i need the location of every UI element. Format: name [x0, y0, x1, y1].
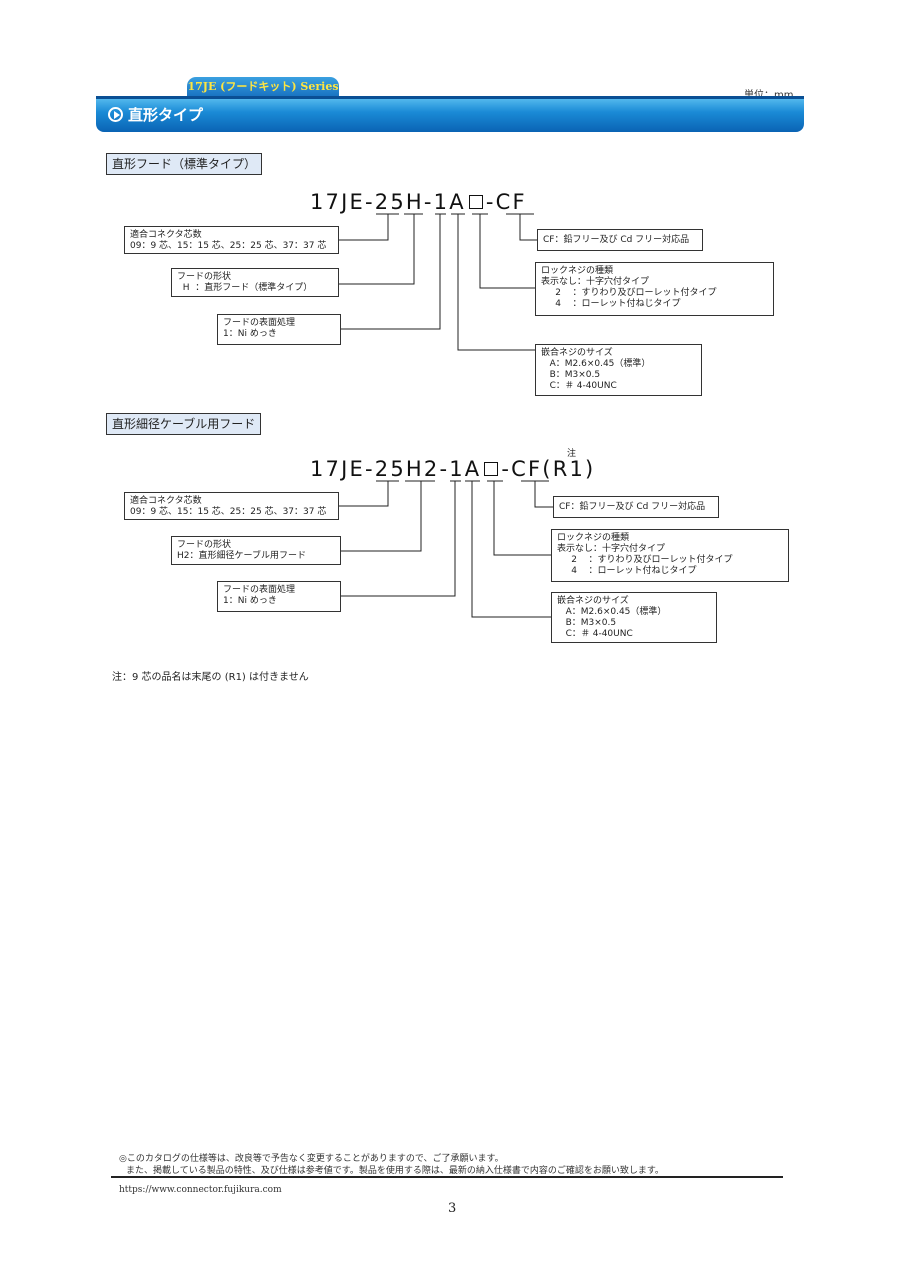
leader-thread-2 — [471, 481, 551, 618]
pn-dash: - — [439, 457, 450, 481]
pn-lock-placeholder — [484, 462, 499, 476]
page-title: 直形タイプ — [108, 104, 203, 125]
page-title-text: 直形タイプ — [128, 106, 204, 124]
pn-lock-placeholder — [468, 195, 483, 209]
pn-shape: H2 — [405, 457, 440, 481]
box-cf-2: CF：鉛フリー及び Cd フリー対応品 — [553, 496, 719, 518]
pn-dash: - — [423, 190, 434, 214]
leader-lock-1 — [479, 214, 535, 289]
section-label-standard: 直形フード（標準タイプ） — [106, 153, 263, 175]
footer-rule — [111, 1176, 783, 1178]
part-number-standard: 17JE-25H-1A-CF — [310, 190, 527, 214]
section-label-thin-cable: 直形細径ケーブル用フード — [106, 413, 262, 435]
leader-cf-1 — [519, 214, 537, 241]
pn-thread: A — [464, 457, 482, 481]
series-tab: 17JE (フードキット) Series — [187, 77, 339, 96]
box-hood-shape-2: フードの形状 H2：直形細径ケーブル用フード — [171, 536, 341, 565]
box-thread-2: 嵌合ネジのサイズ A：M2.6×0.45（標準） B：M3×0.5 C：＃ 4-… — [551, 592, 717, 643]
leader-shape-1 — [339, 214, 415, 285]
pn-prefix: 17JE- — [310, 457, 375, 481]
box-thread-1: 嵌合ネジのサイズ A：M2.6×0.45（標準） B：M3×0.5 C：＃ 4-… — [535, 344, 702, 396]
box-contacts-1: 適合コネクタ芯数 09：9 芯、15：15 芯、25：25 芯、37：37 芯 — [124, 226, 339, 254]
part-number-thin-cable: 17JE-25H2-1A-CF(R1) — [310, 457, 595, 481]
box-surface-2: フードの表面処理 1：Ni めっき — [217, 581, 341, 612]
box-hood-shape-1: フードの形状 H ：直形フード（標準タイプ） — [171, 268, 339, 297]
pn-thread: A — [449, 190, 466, 214]
box-lock-screw-2: ロックネジの種類 表示なし：十字穴付タイプ 2 ：すりわり及びローレット付タイプ… — [551, 529, 789, 582]
leader-contacts-2 — [339, 481, 389, 507]
footer-disclaimer-2: また、掲載している製品の特性、及び仕様は参考値です。製品を使用する際は、最新の納… — [126, 1166, 664, 1176]
pn-shape: H — [405, 190, 424, 214]
leader-cf-2 — [534, 481, 553, 508]
box-surface-1: フードの表面処理 1：Ni めっき — [217, 314, 341, 345]
pn-surface: 1 — [433, 190, 450, 214]
pn-surface: 1 — [449, 457, 465, 481]
leader-contacts-1 — [339, 214, 389, 241]
box-lock-screw-1: ロックネジの種類 表示なし：十字穴付タイプ 2 ：すりわり及びローレット付タイプ… — [535, 262, 774, 316]
leader-surface-2 — [341, 481, 456, 597]
pn-dash-2: - — [501, 457, 512, 481]
pn-contacts: 25 — [374, 190, 406, 214]
unit-label: 単位：mm — [744, 86, 793, 101]
pn-prefix: 17JE- — [310, 190, 375, 214]
box-cf-1: CF：鉛フリー及び Cd フリー対応品 — [537, 229, 703, 251]
leader-lock-2 — [493, 481, 551, 556]
leader-surface-1 — [341, 214, 441, 330]
pn-cf: CF(R1) — [511, 457, 596, 481]
leader-thread-1 — [457, 214, 535, 351]
pn-cf: CF — [495, 190, 527, 214]
title-banner — [96, 96, 804, 132]
box-contacts-2: 適合コネクタ芯数 09：9 芯、15：15 芯、25：25 芯、37：37 芯 — [124, 492, 339, 520]
page-number: 3 — [448, 1201, 457, 1216]
play-icon — [108, 107, 123, 122]
pn-dash-2: - — [485, 190, 496, 214]
footer-disclaimer-1: ◎このカタログの仕様等は、改良等で予告なく変更することがありますので、ご了承願い… — [119, 1154, 504, 1164]
note-mark: 注 — [567, 449, 577, 459]
pn-contacts: 25 — [374, 457, 406, 481]
leader-shape-2 — [341, 481, 422, 552]
footnote: 注：9 芯の品名は末尾の (R1) は付きません — [112, 672, 309, 683]
banner-top-rule — [96, 96, 804, 99]
footer-url[interactable]: https://www.connector.fujikura.com — [119, 1185, 282, 1195]
